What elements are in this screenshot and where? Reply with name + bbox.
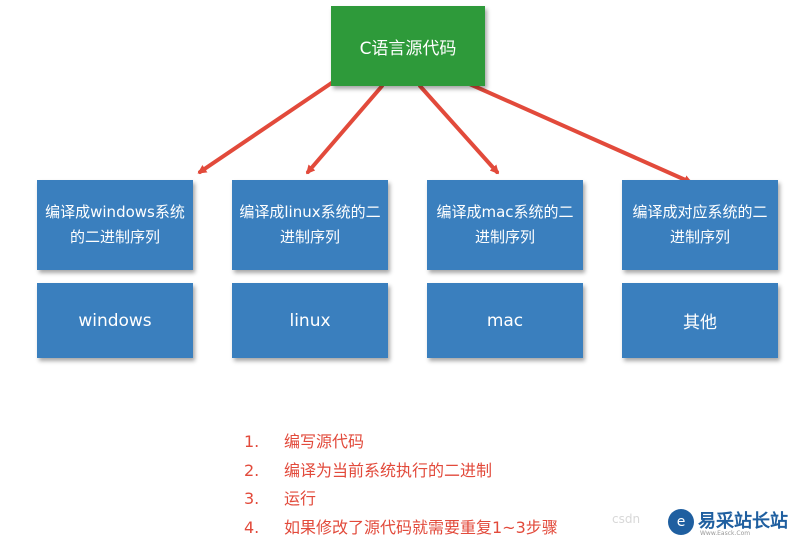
step-item: 3.运行: [244, 485, 558, 514]
source-code-box: C语言源代码: [331, 6, 485, 86]
step-number: 1.: [244, 428, 284, 457]
compile-other-box: 编译成对应系统的二进制序列: [622, 180, 778, 270]
platform-other-box: 其他: [622, 283, 778, 358]
compile-mac-box: 编译成mac系统的二进制序列: [427, 180, 583, 270]
step-number: 4.: [244, 514, 284, 542]
arrow-to-windows: [200, 80, 336, 172]
arrow-to-mac: [420, 86, 497, 172]
step-number: 3.: [244, 485, 284, 514]
platform-mac-box: mac: [427, 283, 583, 358]
step-item: 4.如果修改了源代码就需要重复1~3步骤: [244, 514, 558, 542]
csdn-watermark: csdn: [612, 512, 640, 526]
arrow-to-other: [465, 82, 690, 182]
platform-linux-box: linux: [232, 283, 388, 358]
site-url: Www.Easck.Com: [700, 530, 750, 537]
arrow-to-linux: [308, 86, 382, 172]
step-text: 编译为当前系统执行的二进制: [284, 461, 492, 480]
site-logo-icon: e: [668, 509, 694, 535]
compile-windows-box: 编译成windows系统的二进制序列: [37, 180, 193, 270]
platform-windows-box: windows: [37, 283, 193, 358]
step-text: 如果修改了源代码就需要重复1~3步骤: [284, 518, 558, 537]
step-number: 2.: [244, 457, 284, 486]
steps-list: 1.编写源代码 2.编译为当前系统执行的二进制 3.运行 4.如果修改了源代码就…: [244, 428, 558, 542]
step-item: 2.编译为当前系统执行的二进制: [244, 457, 558, 486]
step-text: 运行: [284, 489, 316, 508]
compile-linux-box: 编译成linux系统的二进制序列: [232, 180, 388, 270]
step-text: 编写源代码: [284, 432, 364, 451]
site-watermark: e 易采站长站 Www.Easck.Com: [664, 504, 800, 540]
step-item: 1.编写源代码: [244, 428, 558, 457]
